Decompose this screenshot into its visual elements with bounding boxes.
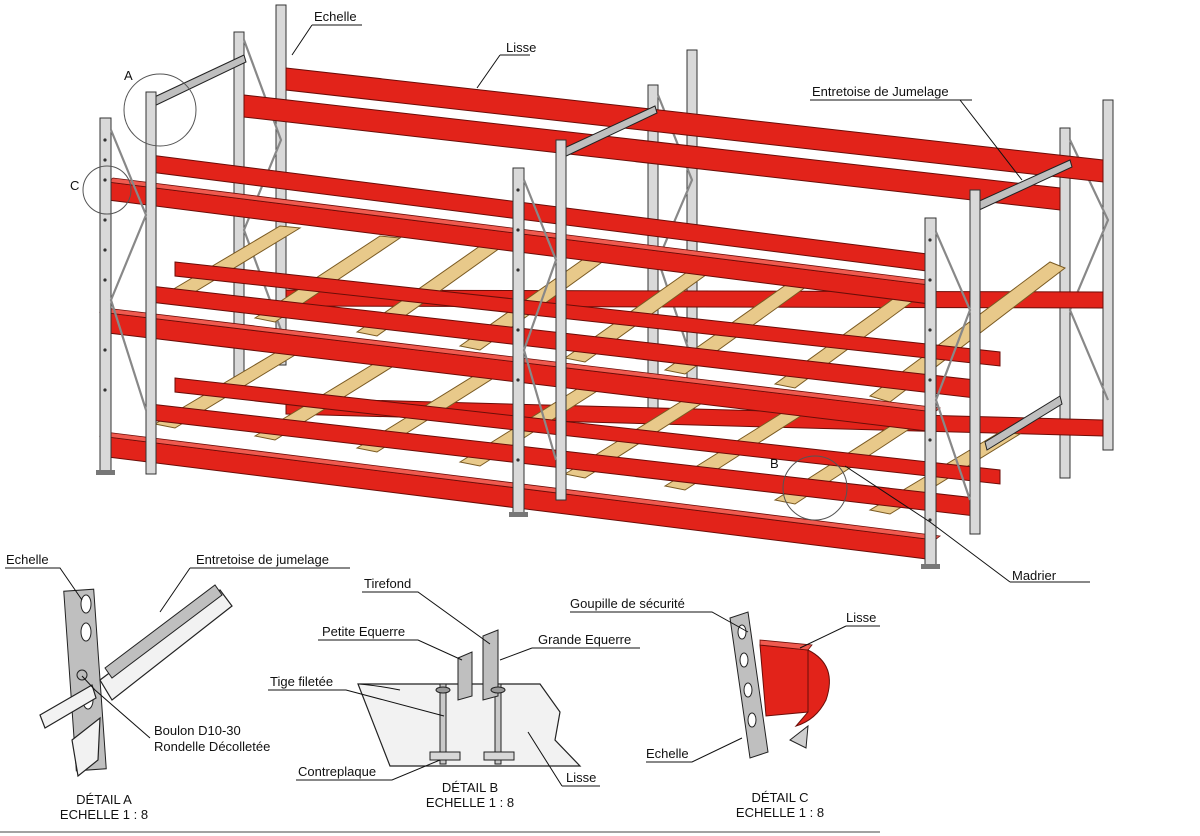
detail-a-label-rondelle: Rondelle Décolletée [154, 739, 270, 754]
label-entretoise-top: Entretoise de Jumelage [812, 84, 949, 99]
detail-a-circle [123, 73, 197, 147]
detail-b-scale: ECHELLE 1 : 8 [426, 795, 514, 810]
detail-b-label-tige: Tige filetée [270, 674, 333, 689]
marker-a: A [124, 68, 133, 83]
detail-b-label-lisse: Lisse [566, 770, 596, 785]
detail-b-label-contreplaque: Contreplaque [298, 764, 376, 779]
detail-a-scale: ECHELLE 1 : 8 [60, 807, 148, 822]
detail-c-label-goupille: Goupille de sécurité [570, 596, 685, 611]
marker-b: B [770, 456, 779, 471]
detail-b-title: DÉTAIL B [442, 780, 498, 795]
detail-c-circle [82, 165, 132, 215]
label-lisse-top: Lisse [506, 40, 536, 55]
detail-b-label-petite: Petite Equerre [322, 624, 405, 639]
label-madrier: Madrier [1012, 568, 1057, 583]
label-echelle-top: Echelle [314, 9, 357, 24]
detail-c-label-echelle: Echelle [646, 746, 689, 761]
detail-c-label-lisse: Lisse [846, 610, 876, 625]
front-frames [96, 91, 981, 569]
detail-b-label-tirefond: Tirefond [364, 576, 411, 591]
detail-a-label-entretoise: Entretoise de jumelage [196, 552, 329, 567]
detail-b-label-grande: Grande Equerre [538, 632, 631, 647]
marker-c: C [70, 178, 79, 193]
rack-main-view: A C B Echelle Lisse Entretoise de Jumela… [70, 4, 1114, 583]
detail-a-title: DÉTAIL A [76, 792, 132, 807]
detail-c-scale: ECHELLE 1 : 8 [736, 805, 824, 820]
detail-a-view: Echelle Entretoise de jumelage Boulon D1… [5, 552, 350, 822]
detail-a-label-boulon: Boulon D10-30 [154, 723, 241, 738]
detail-a-label-echelle: Echelle [6, 552, 49, 567]
detail-c-view: Goupille de sécurité Lisse Echelle DÉTAI… [570, 596, 880, 820]
detail-c-title: DÉTAIL C [751, 790, 808, 805]
detail-b-circle [782, 455, 848, 521]
detail-b-view: Tirefond Petite Equerre Grande Equerre T… [268, 576, 640, 810]
